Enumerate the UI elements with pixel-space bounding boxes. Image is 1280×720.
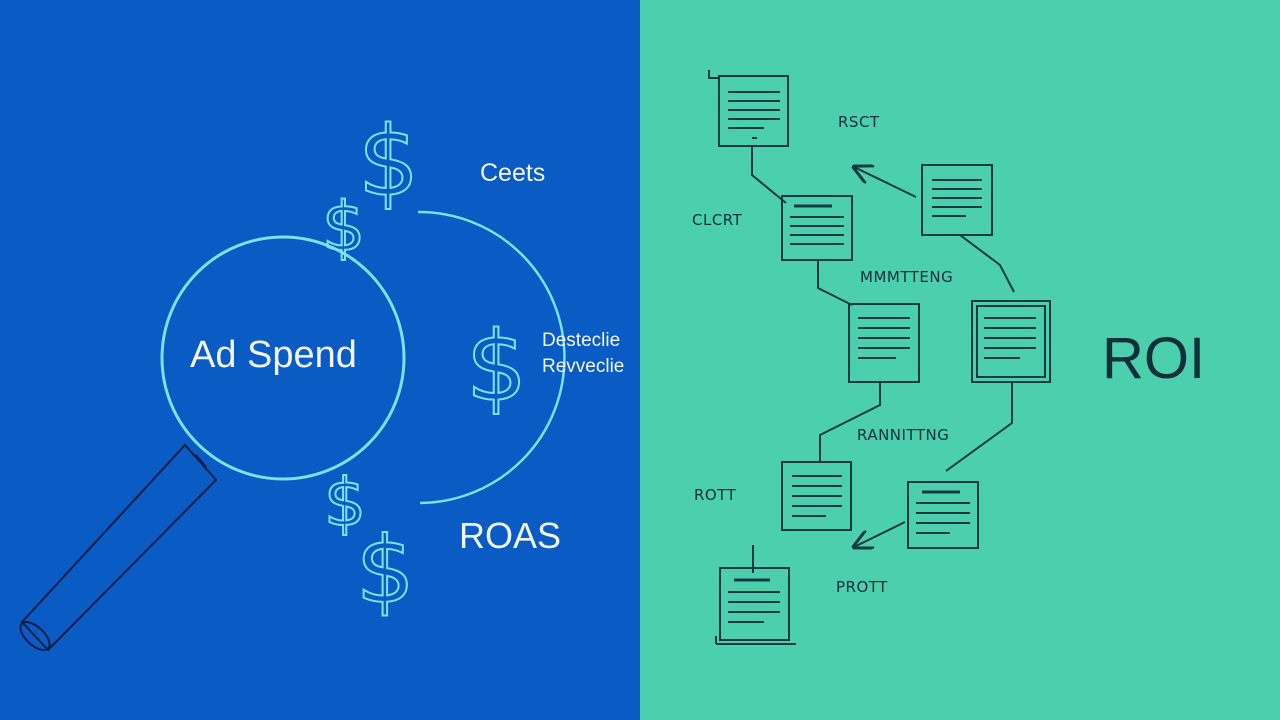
flow-label-rott: ROTT xyxy=(694,486,737,504)
orbit-arc xyxy=(417,210,566,505)
dollar-sign-icon: $ xyxy=(322,188,365,267)
document-icon xyxy=(781,461,852,531)
ad-spend-label: Ad Spend xyxy=(190,334,357,376)
flow-label-clcrt: CLCRT xyxy=(692,211,743,229)
roi-title: ROI xyxy=(1102,326,1206,391)
costs-label: Ceets xyxy=(480,159,546,187)
dollar-sign-icon: $ xyxy=(358,106,419,218)
flow-label-rannitng: RANNITTNG xyxy=(857,426,950,444)
document-icon xyxy=(718,75,789,147)
document-icon xyxy=(715,567,796,645)
document-icon xyxy=(907,481,979,549)
dollar-sign-icon: $ xyxy=(356,517,415,624)
dollar-sign-icon: $ xyxy=(466,311,527,423)
document-icon xyxy=(848,303,920,383)
revenue-label-line1: Desteclie xyxy=(542,330,621,351)
magnifying-glass-icon xyxy=(19,235,406,652)
dollar-sign-icon: $ xyxy=(324,464,366,541)
flow-connectors xyxy=(708,70,1015,573)
roas-label: ROAS xyxy=(459,515,562,556)
revenue-label-line2: Revveclie xyxy=(542,356,625,377)
left-panel xyxy=(0,0,640,720)
flow-label-resct: RSCT xyxy=(838,113,880,131)
document-icon xyxy=(781,195,853,261)
document-icon xyxy=(921,164,993,236)
flow-label-prott: PROTT xyxy=(836,578,888,596)
document-icon xyxy=(971,300,1051,383)
flow-label-mmmteng: MMMTTENG xyxy=(860,268,954,286)
